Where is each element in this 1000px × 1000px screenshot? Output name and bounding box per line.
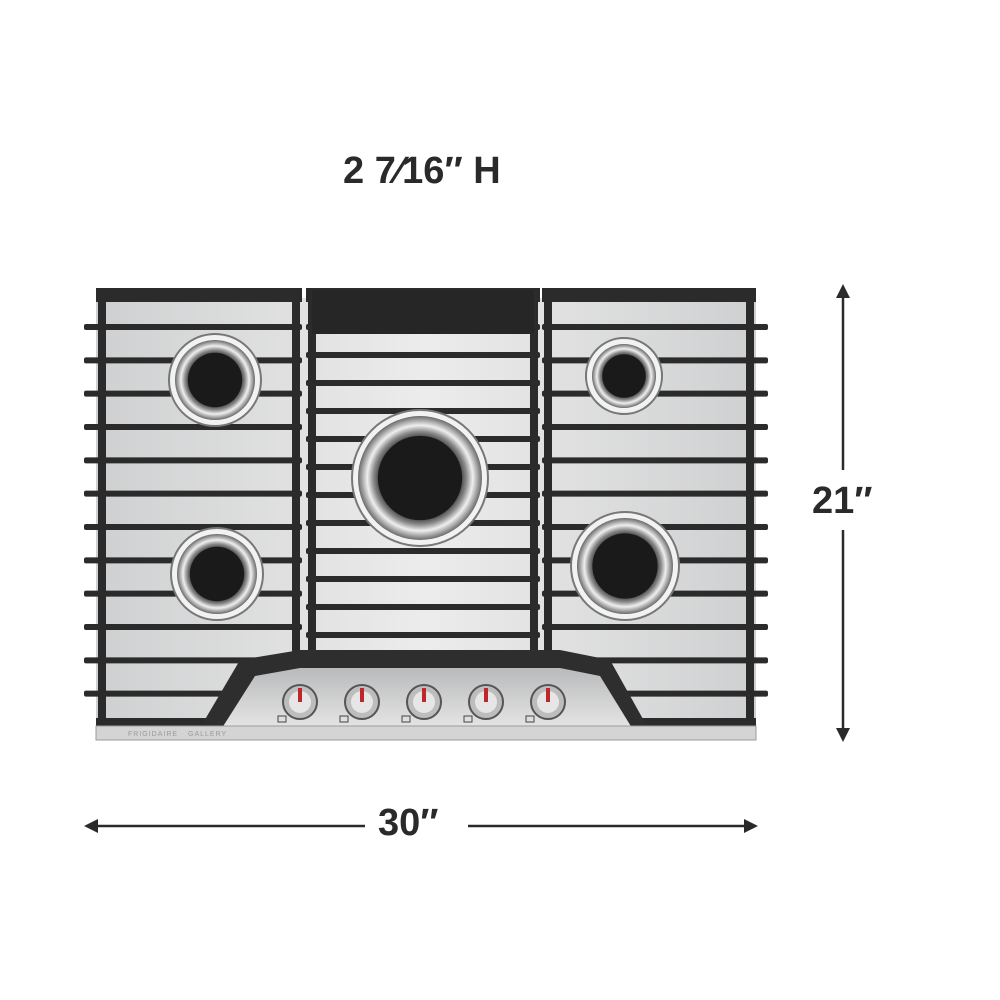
control-knob [277, 684, 318, 723]
control-knob [525, 684, 566, 723]
grate-rail [308, 288, 316, 664]
grate-frame-bottom [96, 718, 302, 728]
grate-bar [84, 457, 302, 464]
width-dimension-line [84, 819, 758, 833]
grate-bar [542, 624, 768, 630]
grate-rail [530, 288, 538, 664]
burner [585, 337, 663, 415]
burner [351, 409, 489, 547]
knob-indicator-icon [546, 688, 550, 702]
control-knob [401, 684, 442, 723]
control-knob [463, 684, 504, 723]
depth-dimension-label: 21″ [812, 480, 873, 522]
knob-indicator-icon [360, 688, 364, 702]
grate-bar [306, 576, 540, 582]
brand-logo: FRIGIDAIRE [128, 731, 178, 738]
grate-rail [746, 288, 754, 728]
grate-bar [306, 632, 540, 638]
grate-center-top-block [312, 290, 534, 334]
knob-indicator-icon [484, 688, 488, 702]
grate-frame-top [96, 288, 302, 302]
grate-bar [84, 324, 302, 330]
knob-indicator-icon [298, 688, 302, 702]
grate-bar [306, 352, 540, 358]
knobs [277, 684, 566, 723]
grate-bar [84, 524, 302, 530]
arrow-left-icon [84, 819, 98, 833]
grate-bar [306, 604, 540, 610]
width-dimension-label: 30″ [378, 802, 439, 844]
control-knob [339, 684, 380, 723]
arrow-right-icon [744, 819, 758, 833]
burner [170, 527, 264, 621]
front-edge [95, 725, 757, 741]
grate-bar [306, 548, 540, 554]
grate-frame-top [542, 288, 756, 302]
burner-position-icon [277, 715, 287, 723]
grate-bar [542, 324, 768, 330]
height-dimension-label: 2 7⁄16″ H [343, 150, 501, 192]
grate-rail [292, 288, 300, 728]
burner-position-icon [525, 715, 535, 723]
burner-position-icon [339, 715, 349, 723]
burner [168, 333, 262, 427]
grate-bar [84, 424, 302, 430]
grate-bar [542, 457, 768, 464]
grate-bar [542, 424, 768, 430]
grate-rail [98, 288, 106, 728]
arrow-up-icon [836, 284, 850, 298]
series-logo: GALLERY [188, 731, 227, 738]
grate-frame-bottom [542, 718, 756, 728]
burners [168, 333, 680, 621]
grate-bar [306, 380, 540, 386]
burner-position-icon [463, 715, 473, 723]
depth-dimension-line [836, 284, 850, 742]
burner-position-icon [401, 715, 411, 723]
grate-bar [84, 624, 302, 630]
knob-indicator-icon [422, 688, 426, 702]
grate-rail [544, 288, 552, 728]
grate-bar [84, 490, 302, 497]
grate-bar [542, 490, 768, 497]
arrow-down-icon [836, 728, 850, 742]
burner [570, 511, 680, 621]
